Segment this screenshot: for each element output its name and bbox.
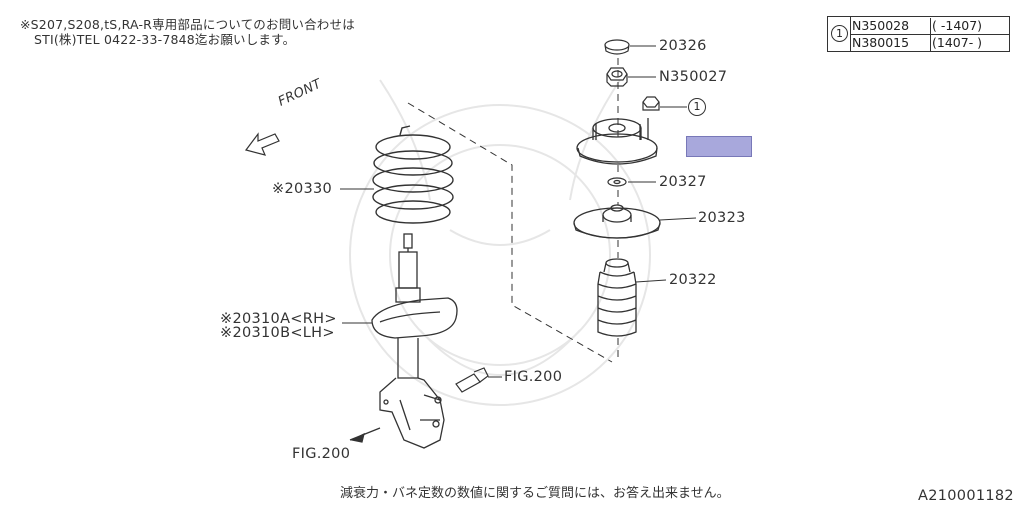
legend-part-number: N380015 [851,35,931,51]
bump-plate-20323 [573,204,661,239]
part-label-N350027: N350027 [659,69,728,85]
watermark-emblem [349,79,651,406]
washer-20327 [607,177,627,187]
dust-boot-20322 [597,258,637,337]
coil-spring [372,125,454,224]
leader-lines [340,45,697,378]
part-label-20310B: ※20310B<LH> [220,325,335,341]
legend-date-range: (1407- ) [932,35,983,50]
part-label-20310A: ※20310A<RH> [220,311,337,327]
fig200-arrow-icon [350,432,365,443]
damping-note: 減衰力・バネ定数の数値に関するご質問には、お答え出来ません。 [340,486,730,501]
part-label-20326: 20326 [659,38,707,54]
fig-reference-knuckle[interactable]: FIG.200 [292,446,351,462]
sti-notice-line1: ※S207,S208,tS,RA-R専用部品についてのお問い合わせは [20,17,355,32]
part-label-20327: 20327 [659,174,707,190]
part-label-20322: 20322 [669,272,717,288]
legend-date-range: ( -1407) [932,18,983,33]
cap-20326 [604,39,630,55]
nut-N350027 [606,67,628,87]
strut-mount [576,118,658,165]
legend-callout-1: 1 [831,25,848,42]
bracket-bolt-icon [455,367,489,393]
legend-row: N380015 (1407- ) [850,34,1009,51]
strut-shock-absorber [349,233,458,449]
diagram-code: A210001182 [918,488,1014,504]
sti-notice-line2: STI(株)TEL 0422-33-7848迄お願いします。 [34,32,296,47]
legend-table: 1 N350028 ( -1407) N380015 (1407- ) [827,16,1010,52]
redacted-part-number [686,136,752,157]
fig-reference-bolt[interactable]: FIG.200 [504,369,563,385]
legend-row: N350028 ( -1407) [850,17,1009,35]
legend-part-number: N350028 [851,18,931,34]
alignment-dashed-lines [407,58,619,363]
front-arrow-icon [244,132,280,156]
part-label-20323: 20323 [698,210,746,226]
callout-1-bubble: 1 [688,98,706,116]
nut-callout-1 [642,96,660,111]
part-label-20330: ※20330 [272,181,333,197]
